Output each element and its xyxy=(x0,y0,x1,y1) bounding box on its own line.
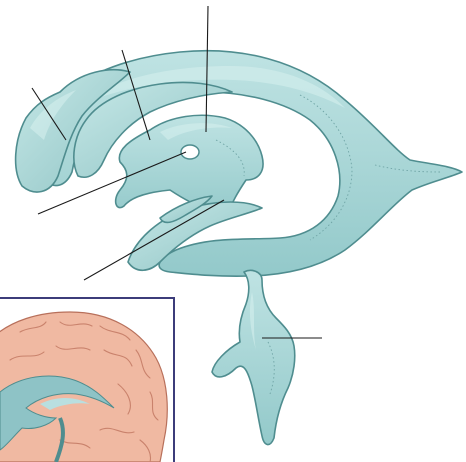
brain-inset xyxy=(0,298,174,462)
fourth-ventricle xyxy=(212,270,295,444)
